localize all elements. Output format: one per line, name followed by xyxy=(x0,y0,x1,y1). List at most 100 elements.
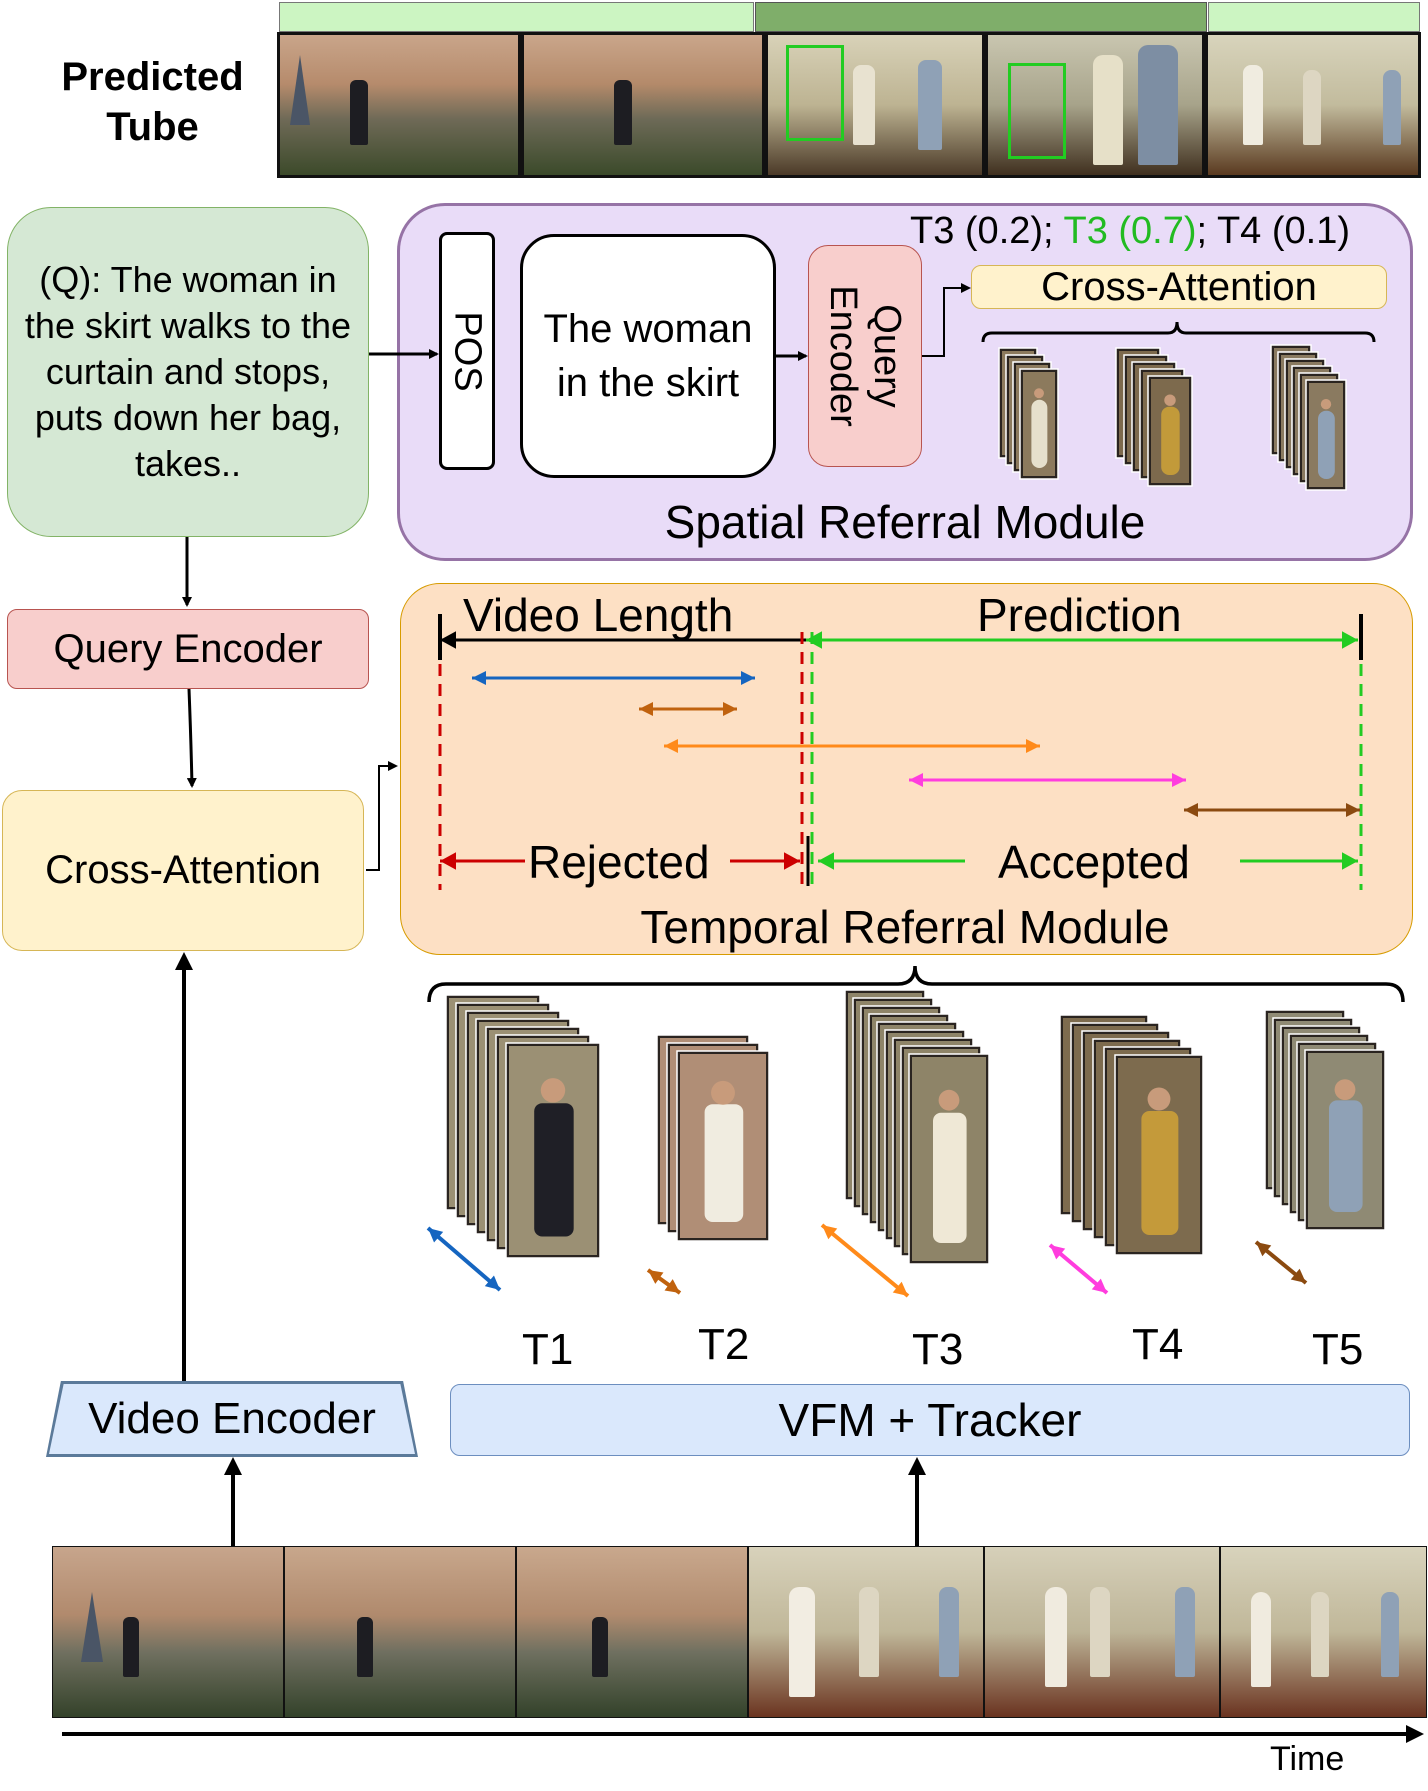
person-silhouette xyxy=(614,80,632,145)
tracks-bracket xyxy=(427,965,1405,1003)
track-frame-stacks xyxy=(426,989,1386,1298)
video-frame-6 xyxy=(1220,1546,1427,1718)
track-stack-t2-person-silhouette xyxy=(704,1104,744,1222)
vfm-tracker-box: VFM + Tracker xyxy=(450,1384,1410,1456)
time-axis-label: Time xyxy=(1270,1740,1345,1778)
video-frame-4 xyxy=(748,1546,984,1718)
video-length-label: Video Length xyxy=(463,589,734,641)
person-silhouette xyxy=(350,80,368,145)
track-t2-extent-head-end xyxy=(723,702,737,716)
spatial-bracket xyxy=(981,321,1376,343)
track-t4-arrow-head-end xyxy=(1091,1278,1107,1293)
track-t5-extent-head-start xyxy=(1184,803,1198,817)
predicted-tube-label-line2: Tube xyxy=(106,105,199,149)
video-length-arrowhead xyxy=(440,631,456,649)
track-label-t1: T1 xyxy=(522,1325,574,1374)
person-silhouette xyxy=(1251,1592,1271,1687)
spatial-stack-3 xyxy=(1270,344,1347,491)
person-silhouette xyxy=(1383,70,1401,145)
person-silhouette xyxy=(859,1587,879,1677)
track-t4-extent-head-start xyxy=(909,773,923,787)
person-silhouette xyxy=(939,1587,959,1677)
score-3: ; T4 (0.1) xyxy=(1196,210,1350,252)
video-frame-5 xyxy=(984,1546,1220,1718)
spatial-stack-2-person-silhouette xyxy=(1161,406,1180,475)
predicted-tube-label: Predicted Tube xyxy=(30,52,275,152)
predicted-tube-label-line1: Predicted xyxy=(61,55,244,99)
person-silhouette xyxy=(853,65,875,145)
track-stack-t3-person-head xyxy=(938,1089,960,1111)
person-silhouette xyxy=(918,60,942,150)
prediction-arrowhead-right xyxy=(1342,631,1358,649)
query-line-5: takes.. xyxy=(134,443,242,484)
query-line-3: curtain and stops, xyxy=(45,351,331,392)
temporal-timeline xyxy=(438,614,1363,890)
track-t1-extent-head-end xyxy=(741,671,755,685)
track-stack-t1-person-head xyxy=(540,1078,566,1103)
left-query-encoder-label: Query Encoder xyxy=(53,626,323,671)
score-2: T3 (0.7) xyxy=(1063,210,1197,252)
temporal-referral-module xyxy=(400,583,1413,955)
track-t3-arrow-head-end xyxy=(892,1281,908,1296)
track-t3-arrow-head-start xyxy=(822,1225,838,1240)
query-box: (Q): The woman in the skirt walks to the… xyxy=(7,207,369,537)
tube-frame-5 xyxy=(1205,32,1421,178)
accepted-right-arrowhead xyxy=(1342,852,1358,870)
spatial-module-title: Spatial Referral Module xyxy=(664,496,1146,548)
track-stack-t2-person-head xyxy=(711,1080,735,1105)
track-stack-t3 xyxy=(844,989,990,1265)
track-t2-arrow-head-end xyxy=(664,1279,680,1293)
person-silhouette xyxy=(123,1617,139,1677)
predicted-tube-frames xyxy=(277,32,1421,178)
spatial-stack-1-person-head xyxy=(1034,388,1044,399)
track-stack-t5-person-silhouette xyxy=(1329,1100,1363,1212)
video-frame-2 xyxy=(284,1546,516,1718)
video-frame-3 xyxy=(516,1546,748,1718)
track-t5-extent-head-end xyxy=(1346,803,1360,817)
spatial-cross-attention-box: Cross-Attention xyxy=(971,265,1387,309)
track-t2-arrow-head-start xyxy=(648,1270,664,1284)
spatial-cross-attention-label: Cross-Attention xyxy=(1041,264,1317,309)
pos-box: POS xyxy=(439,232,495,470)
spatial-stack-3-person-head xyxy=(1320,399,1332,410)
predicted-tube-segment-3 xyxy=(1208,2,1420,32)
track-t2-extent-head-start xyxy=(639,702,653,716)
person-silhouette xyxy=(1138,45,1178,165)
person-silhouette xyxy=(1243,65,1263,145)
bounding-box xyxy=(1008,63,1066,159)
track-t5-arrow-head-end xyxy=(1290,1268,1306,1283)
left-cross-attention-box: Cross-Attention xyxy=(2,790,364,951)
spatial-stack-2 xyxy=(1115,347,1193,487)
person-silhouette xyxy=(592,1617,608,1677)
track-label-t2: T2 xyxy=(698,1320,750,1369)
track-t3-extent-head-end xyxy=(1026,739,1040,753)
spatial-stack-1 xyxy=(998,347,1059,480)
spatial-query-encoder-box: Query Encoder xyxy=(808,245,922,467)
tube-frame-2 xyxy=(521,32,765,178)
predicted-tube-segment-1 xyxy=(279,2,754,32)
track-label-t4: T4 xyxy=(1132,1320,1184,1369)
person-silhouette xyxy=(1175,1587,1195,1677)
person-silhouette xyxy=(1381,1592,1399,1677)
track-stack-t1-person-silhouette xyxy=(534,1103,574,1237)
arrow-cross-attention-to-temporal xyxy=(366,761,398,871)
person-silhouette xyxy=(1311,1592,1329,1677)
track-t4-arrow-head-start xyxy=(1050,1245,1066,1260)
arrow-encoder-to-cross-attention-left xyxy=(186,688,197,788)
track-stack-t3-person-silhouette xyxy=(933,1112,967,1243)
person-silhouette xyxy=(357,1617,373,1677)
track-label-t3: T3 xyxy=(912,1325,964,1374)
person-silhouette xyxy=(1303,70,1321,145)
track-stack-t2 xyxy=(656,1034,770,1242)
prediction-label: Prediction xyxy=(977,589,1182,641)
track-stack-t5 xyxy=(1264,1009,1386,1231)
track-t1-arrow xyxy=(426,1226,502,1292)
spatial-stack-2-person-head xyxy=(1164,394,1176,406)
accepted-label: Accepted xyxy=(998,836,1190,888)
query-line-1: (Q): The woman in xyxy=(39,259,337,300)
arrow-encoder-to-cross-attention xyxy=(922,283,971,357)
vfm-tracker-label: VFM + Tracker xyxy=(778,1394,1082,1446)
spatial-stack-3-person-silhouette xyxy=(1318,410,1335,479)
temporal-module-title: Temporal Referral Module xyxy=(640,901,1170,953)
